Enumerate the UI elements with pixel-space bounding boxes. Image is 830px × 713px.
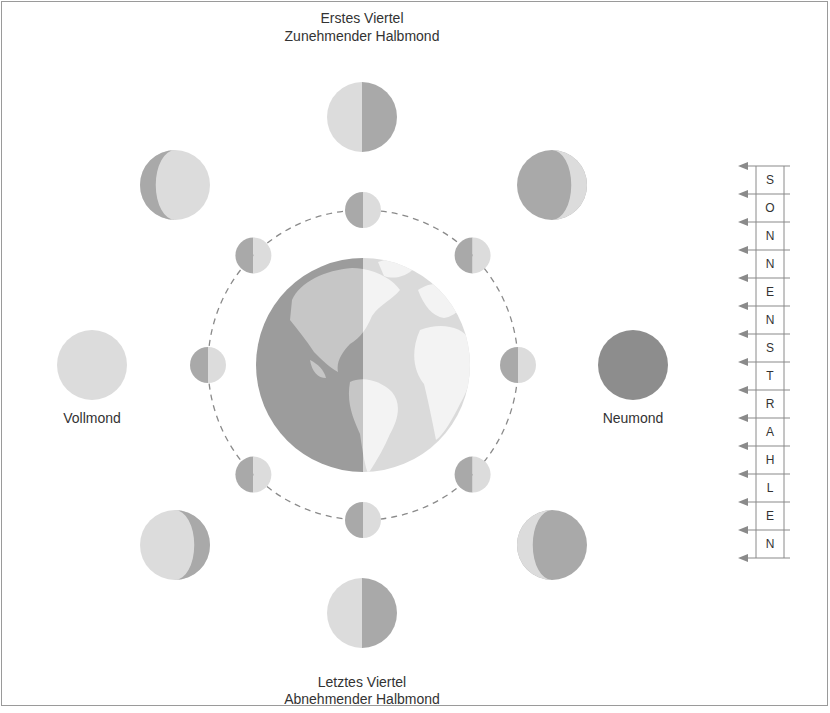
moon-orbit [208, 210, 518, 520]
earth-globe [256, 258, 473, 474]
ray-letter: R [766, 397, 775, 411]
moon-phase-views [57, 82, 668, 648]
phase-label: Vollmond [63, 410, 121, 427]
ray-letter: S [766, 341, 774, 355]
ray-letter: E [766, 509, 774, 523]
ray-letter: A [766, 425, 774, 439]
phase-label: Letztes Viertel [318, 674, 406, 691]
ray-letter: N [766, 313, 775, 327]
ray-letter: N [766, 537, 775, 551]
phase-label: Zunehmender Halbmond [285, 28, 440, 45]
ray-letter: T [766, 369, 773, 383]
ray-letter: L [767, 481, 774, 495]
phase-label: Neumond [603, 410, 664, 427]
orbit-moons [190, 192, 536, 538]
ray-letter: H [766, 453, 775, 467]
ray-letter: O [765, 201, 774, 215]
ray-letter: N [766, 257, 775, 271]
sun-rays [738, 162, 790, 562]
ray-letter: N [766, 229, 775, 243]
ray-letter: S [766, 173, 774, 187]
ray-letter: E [766, 285, 774, 299]
phase-label: Abnehmender Halbmond [284, 691, 440, 708]
phase-label: Erstes Viertel [321, 10, 404, 27]
